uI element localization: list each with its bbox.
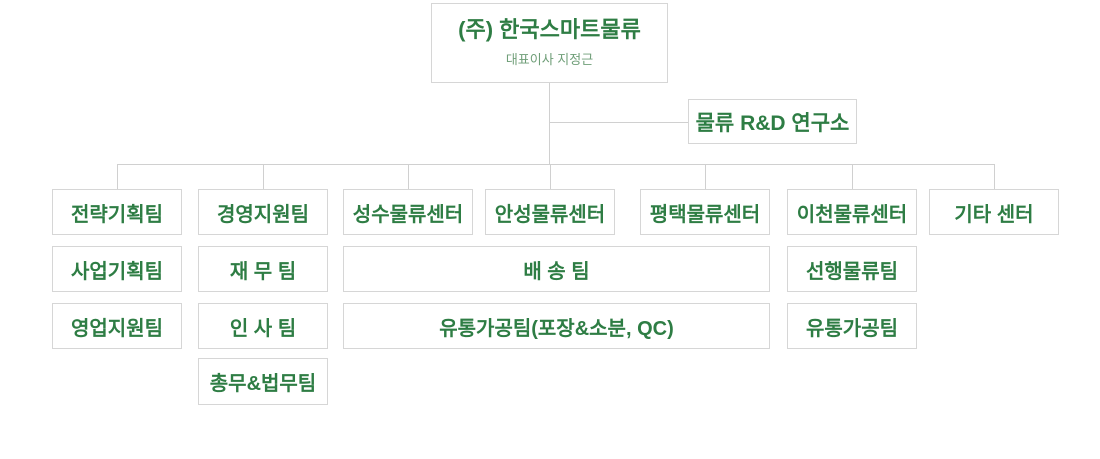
org-node-anseong-logistics-center: 안성물류센터	[485, 189, 615, 235]
org-node-hr-team: 인 사 팀	[198, 303, 328, 349]
org-node-finance-team: 재 무 팀	[198, 246, 328, 292]
org-node-seongsu-logistics-center: 성수물류센터	[343, 189, 473, 235]
org-node-root: (주) 한국스마트물류 대표이사 지정근	[431, 3, 668, 83]
connector-research-branch	[549, 122, 688, 123]
org-node-business-planning-team: 사업기획팀	[52, 246, 182, 292]
org-node-sales-support-team: 영업지원팀	[52, 303, 182, 349]
org-node-advance-logistics-team: 선행물류팀	[787, 246, 917, 292]
org-node-other-centers: 기타 센터	[929, 189, 1059, 235]
org-node-management-support-team: 경영지원팀	[198, 189, 328, 235]
connector-horizontal-bus	[117, 164, 994, 165]
connector-root-vertical	[549, 83, 550, 164]
connector-drop-col5	[705, 164, 706, 189]
org-node-icheon-logistics-center: 이천물류센터	[787, 189, 917, 235]
connector-drop-col2	[263, 164, 264, 189]
ceo-name: 대표이사 지정근	[505, 52, 594, 68]
org-node-distribution-processing-team: 유통가공팀	[787, 303, 917, 349]
org-node-logistics-rnd-lab: 물류 R&D 연구소	[688, 99, 857, 144]
connector-drop-col6	[852, 164, 853, 189]
org-node-pyeongtaek-logistics-center: 평택물류센터	[640, 189, 770, 235]
org-node-strategy-planning-team: 전략기획팀	[52, 189, 182, 235]
connector-drop-col4	[550, 164, 551, 189]
connector-drop-col3	[408, 164, 409, 189]
connector-drop-col7	[994, 164, 995, 189]
connector-drop-col1	[117, 164, 118, 189]
org-node-general-affairs-legal-team: 총무&법무팀	[198, 358, 328, 405]
company-name: (주) 한국스마트물류	[458, 16, 641, 42]
org-node-delivery-team: 배 송 팀	[343, 246, 770, 292]
org-node-distribution-processing-team-detail: 유통가공팀(포장&소분, QC)	[343, 303, 770, 349]
